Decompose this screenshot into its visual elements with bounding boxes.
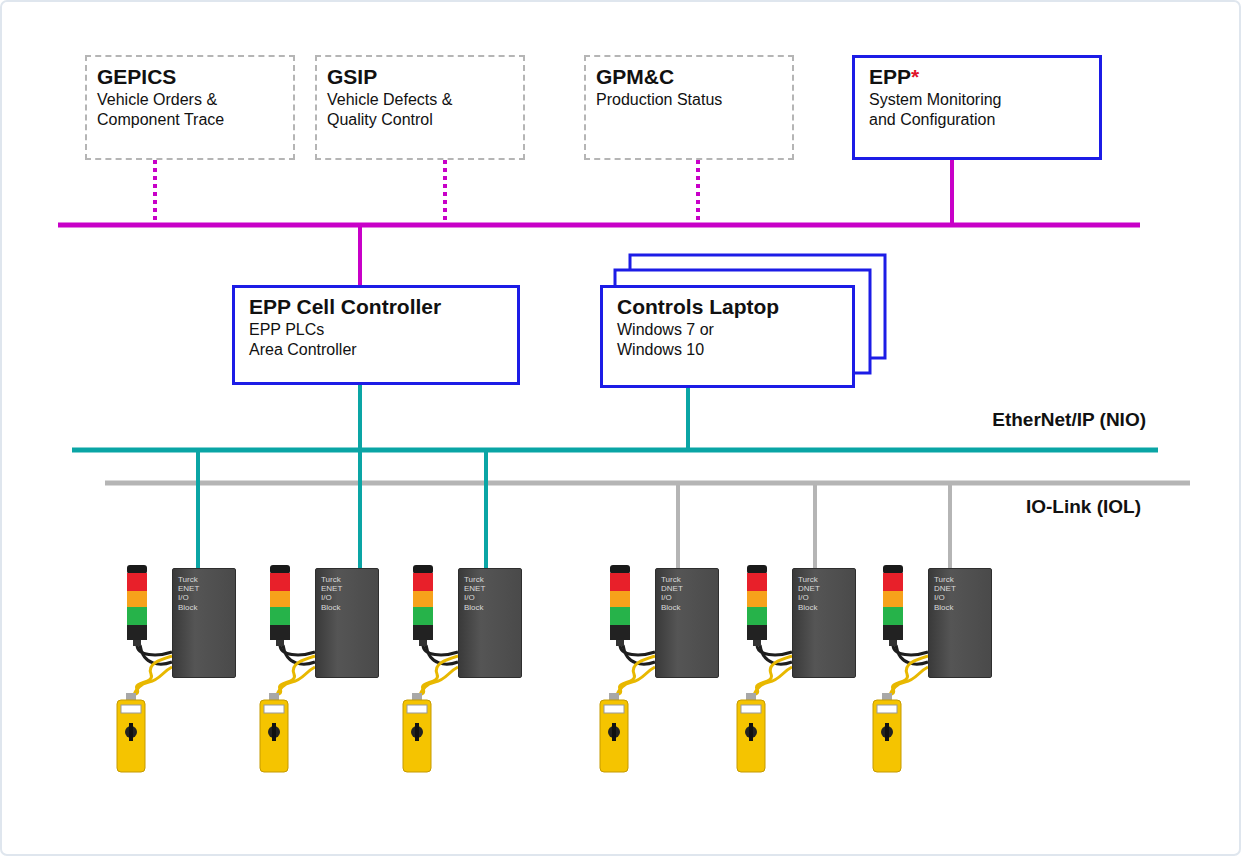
box-description: Vehicle Defects & Quality Control — [327, 90, 477, 130]
network-connector — [360, 385, 688, 450]
box-description: Vehicle Orders & Component Trace — [97, 90, 247, 130]
network-connector — [360, 160, 698, 285]
stack-light-pendant — [403, 565, 458, 772]
network-connector — [198, 385, 360, 568]
network-connector — [360, 160, 952, 285]
controller-box: EPP Cell ControllerEPP PLCs Area Control… — [232, 285, 520, 385]
network-label: EtherNet/IP (NIO) — [990, 409, 1148, 432]
io-block: Turck DNET I/O Block — [792, 568, 856, 678]
box-heading: GSIP — [327, 64, 513, 89]
network-connector — [360, 160, 445, 285]
external-system-box: GPM&CProduction Status — [584, 55, 794, 160]
box-heading: GEPICS — [97, 64, 283, 89]
network-connector — [155, 160, 360, 285]
stack-light-pendant — [873, 565, 928, 772]
box-description: Windows 7 or Windows 10 — [617, 320, 729, 360]
box-heading: EPP* — [869, 64, 1085, 89]
external-system-box: GEPICSVehicle Orders & Component Trace — [85, 55, 295, 160]
heading-word: EPP — [869, 65, 911, 88]
stack-light-pendant — [737, 565, 792, 772]
io-block: Turck DNET I/O Block — [928, 568, 992, 678]
asterisk-mark: * — [911, 65, 919, 88]
box-heading: GPM&C — [596, 64, 782, 89]
device-label: Turck ENET I/O Block — [321, 575, 351, 612]
system-box: EPP*System Monitoring and Configuration — [852, 55, 1102, 160]
network-connector — [678, 483, 815, 568]
device-label: Turck ENET I/O Block — [464, 575, 494, 612]
stack-light-pendant — [260, 565, 315, 772]
box-description: Production Status — [596, 90, 746, 110]
io-block: Turck ENET I/O Block — [172, 568, 236, 678]
io-link-bus — [105, 481, 1190, 486]
device-label: Turck DNET I/O Block — [798, 575, 828, 612]
external-system-box: GSIPVehicle Defects & Quality Control — [315, 55, 525, 160]
stack-light-pendant — [600, 565, 655, 772]
device-label: Turck DNET I/O Block — [934, 575, 964, 612]
box-description: EPP PLCs Area Controller — [249, 320, 361, 360]
box-heading: Controls Laptop — [617, 294, 838, 319]
device-label: Turck DNET I/O Block — [661, 575, 691, 612]
network-connector — [360, 385, 486, 568]
box-description: System Monitoring and Configuration — [869, 90, 1019, 130]
device-label: Turck ENET I/O Block — [178, 575, 208, 612]
network-label: IO-Link (IOL) — [1024, 496, 1143, 519]
io-block: Turck ENET I/O Block — [315, 568, 379, 678]
io-block: Turck DNET I/O Block — [655, 568, 719, 678]
network-connector — [815, 483, 950, 568]
io-block: Turck ENET I/O Block — [458, 568, 522, 678]
box-heading: EPP Cell Controller — [249, 294, 503, 319]
laptop-box: Controls LaptopWindows 7 or Windows 10 — [600, 285, 855, 388]
stack-light-pendant — [117, 565, 172, 772]
